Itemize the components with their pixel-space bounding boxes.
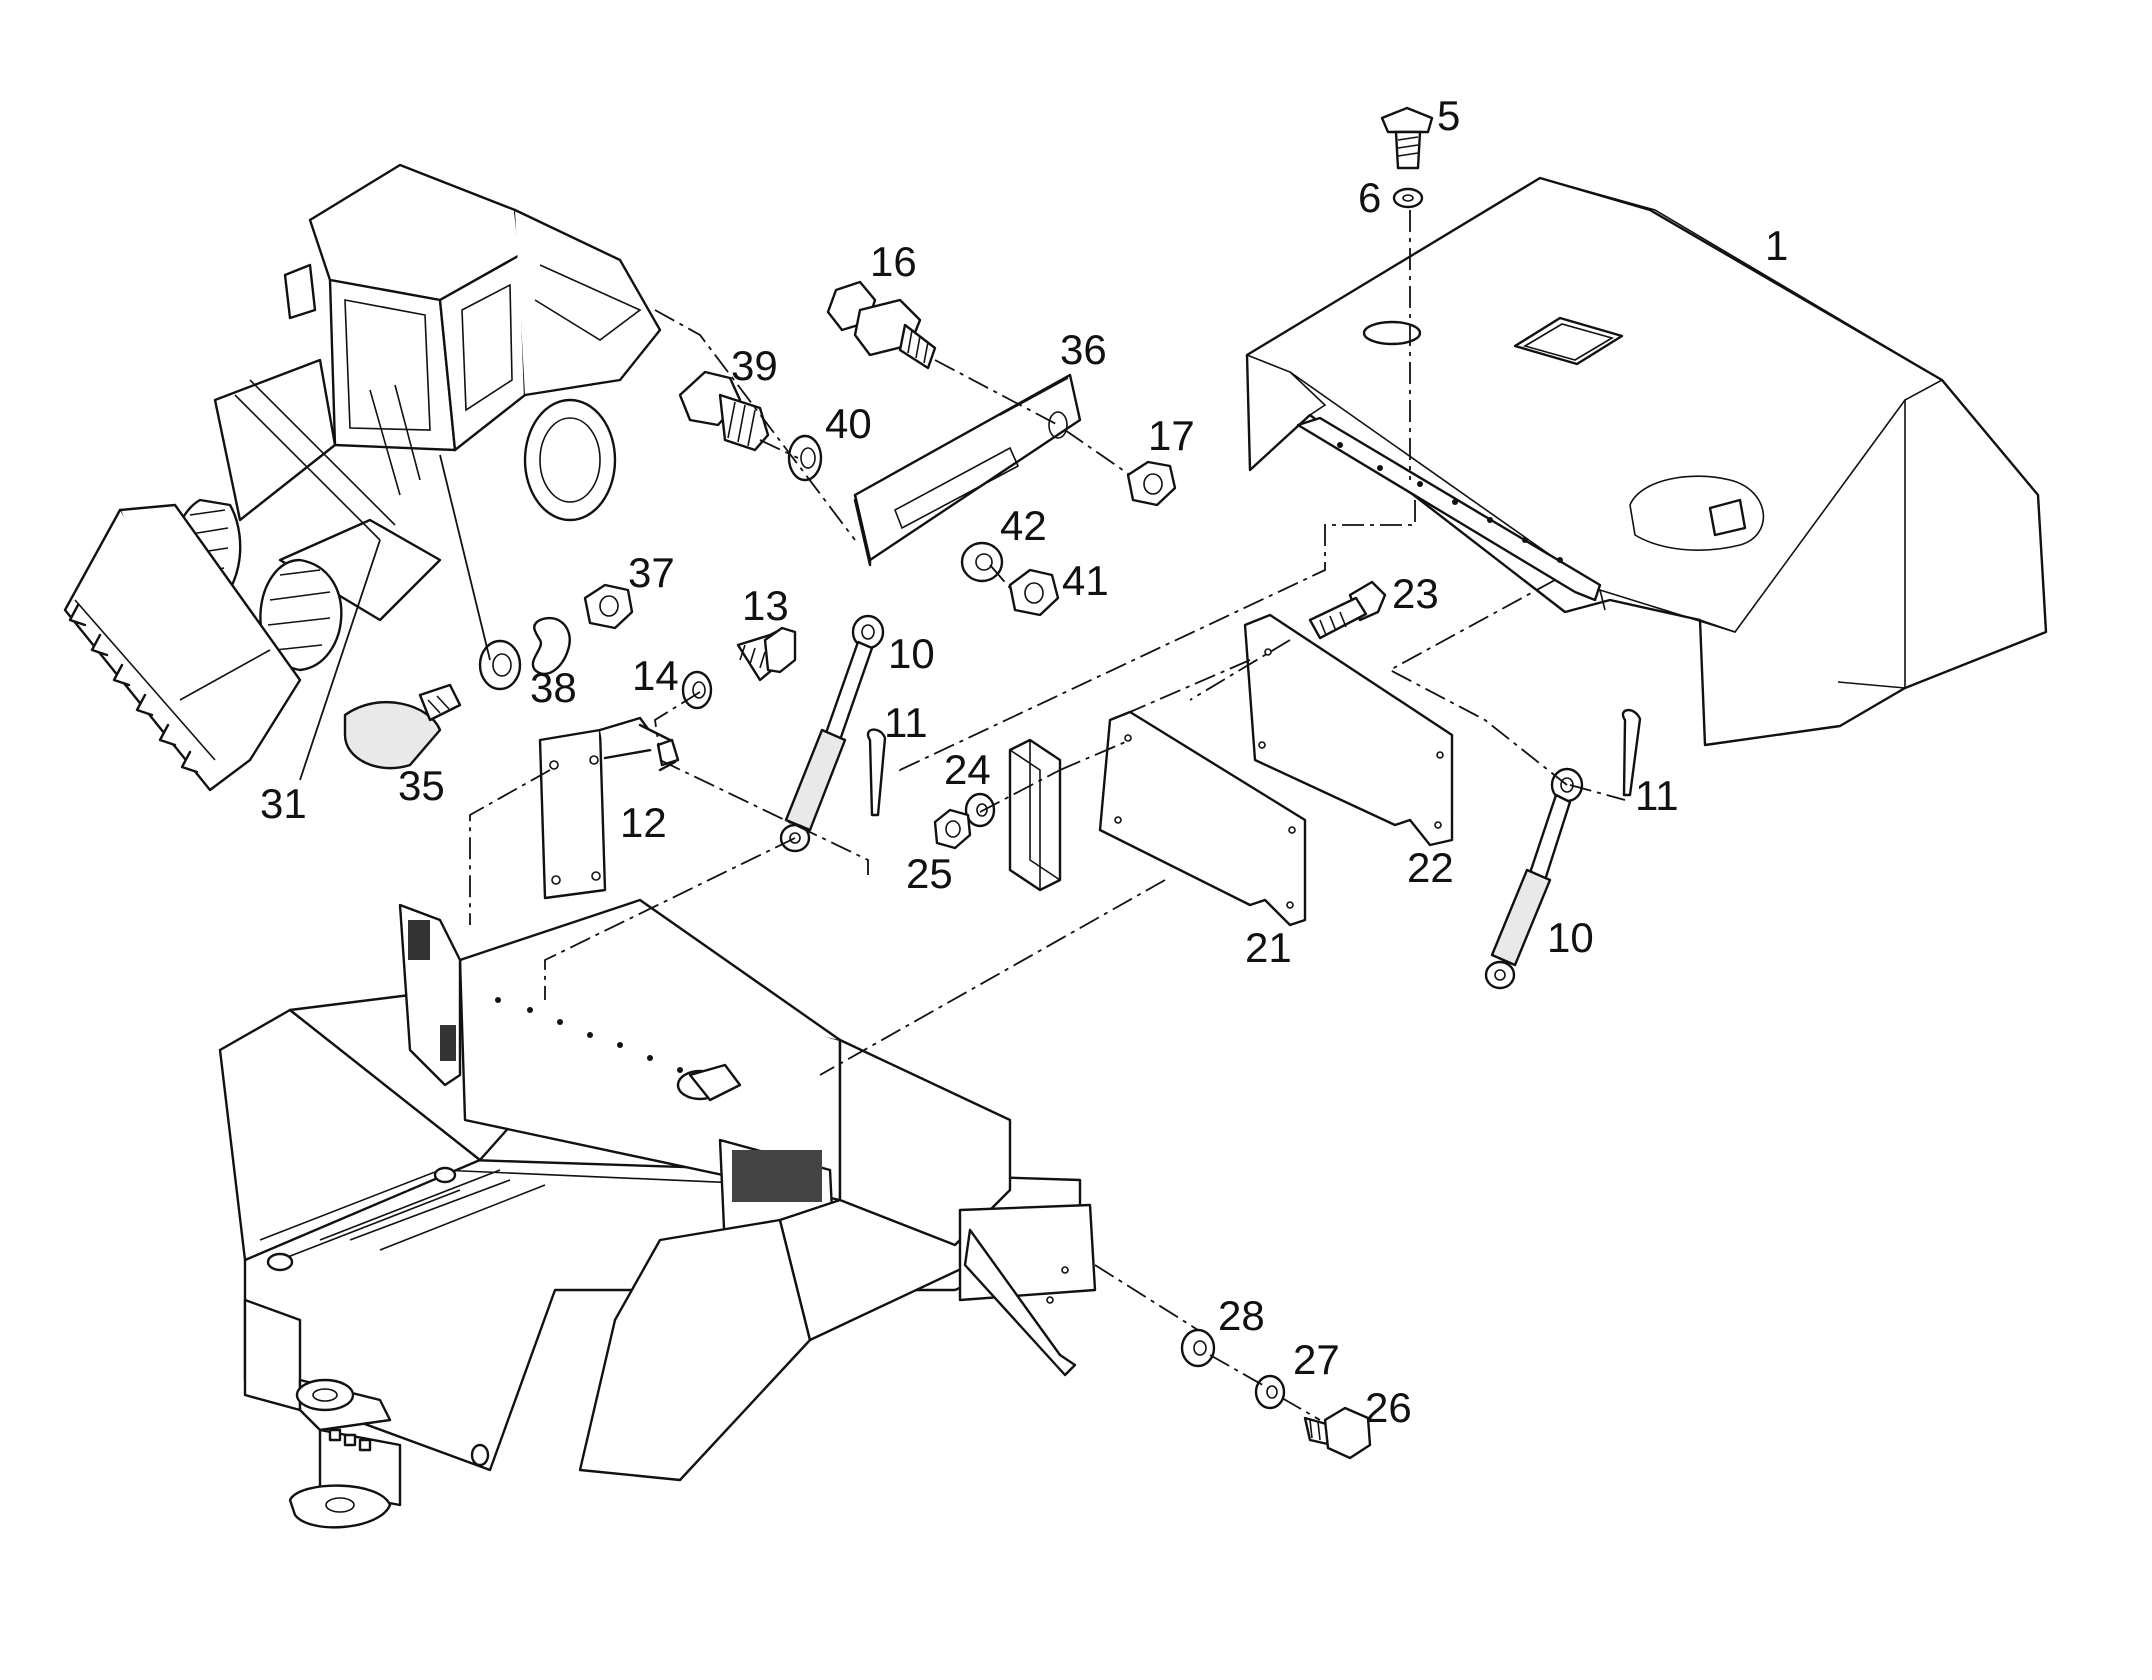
callout-1: 1	[1765, 222, 1788, 269]
vent-grille-right	[732, 1150, 822, 1202]
chassis-frame	[218, 898, 1097, 1529]
callout-22: 22	[1407, 844, 1454, 891]
washers-38	[478, 617, 571, 691]
vent-grille-left	[408, 920, 456, 1061]
bolt-13	[736, 626, 797, 682]
callout-21: 21	[1245, 924, 1292, 971]
bolt-23	[1308, 580, 1387, 640]
callout-17: 17	[1148, 412, 1195, 459]
callout-38: 38	[530, 664, 577, 711]
nut-25	[933, 808, 972, 850]
callout-36: 36	[1060, 326, 1107, 373]
callout-labels: 1 5 6 16 36 39 40 17 42 41 37 13 10 14 3…	[260, 92, 1788, 1431]
callout-27: 27	[1293, 1336, 1340, 1383]
washer-24	[964, 792, 996, 828]
plate-21	[1098, 710, 1307, 927]
callout-25: 25	[906, 850, 953, 897]
callout-11-left: 11	[884, 699, 928, 746]
callout-31: 31	[260, 780, 307, 827]
cotter-pin-11-right	[1621, 708, 1642, 797]
washer-27	[1254, 1374, 1286, 1410]
engine-hood	[1245, 176, 2048, 747]
washer-28	[1180, 1328, 1216, 1368]
callout-6: 6	[1358, 174, 1381, 221]
hinge-bracket-12	[538, 716, 680, 900]
hood-bolt	[1380, 106, 1434, 209]
callout-41: 41	[1062, 557, 1109, 604]
callout-35: 35	[398, 762, 445, 809]
nut-41	[1008, 568, 1060, 617]
callout-10-right: 10	[1547, 914, 1594, 961]
callout-39: 39	[731, 342, 778, 389]
bracket-36	[853, 373, 1082, 567]
callout-28: 28	[1218, 1292, 1265, 1339]
gas-spring-10-left	[779, 614, 885, 853]
callout-26: 26	[1365, 1384, 1412, 1431]
leader-lines	[299, 210, 1626, 1421]
angle-bracket-24	[1008, 738, 1062, 892]
callout-37: 37	[628, 549, 675, 596]
callout-24: 24	[944, 746, 991, 793]
bolt-16	[826, 280, 937, 370]
nut-17	[1126, 460, 1177, 507]
callout-13: 13	[742, 582, 789, 629]
callout-5: 5	[1437, 92, 1460, 139]
callout-23: 23	[1392, 570, 1439, 617]
washer-40	[787, 434, 823, 482]
callout-10-left: 10	[888, 630, 935, 677]
washer-42	[960, 541, 1004, 583]
callout-16: 16	[870, 238, 917, 285]
bolt-26	[1303, 1406, 1372, 1460]
knob-35	[343, 683, 462, 770]
cotter-pin-11-left	[866, 728, 887, 817]
callout-42: 42	[1000, 502, 1047, 549]
callout-14: 14	[632, 652, 679, 699]
wheel-loader-illustration	[63, 163, 662, 792]
callout-40: 40	[825, 400, 872, 447]
gas-spring-10-right	[1484, 767, 1584, 990]
nut-37	[583, 583, 634, 630]
callout-11-right: 11	[1635, 772, 1679, 819]
plate-22	[1243, 613, 1454, 847]
callout-12: 12	[620, 799, 667, 846]
washer-14	[681, 670, 713, 710]
